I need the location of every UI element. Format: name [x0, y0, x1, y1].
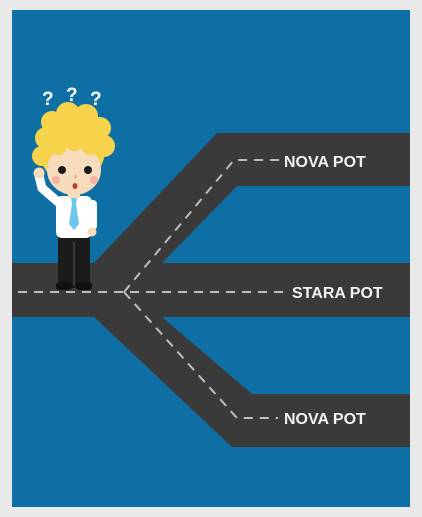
- question-mark-1: ?: [42, 89, 54, 110]
- road-network: [12, 133, 410, 447]
- hand-raised: [33, 167, 45, 179]
- face: [47, 145, 101, 195]
- road-new-path-bottom: [94, 317, 410, 447]
- road-new-path-top: [94, 133, 410, 263]
- shoe-right: [76, 282, 92, 290]
- road-markings: [18, 159, 284, 419]
- label-new-path-bottom: NOVA POT: [284, 411, 366, 428]
- tie: [69, 198, 79, 230]
- question-mark-2: ?: [66, 85, 78, 106]
- eye-right: [84, 166, 92, 174]
- confused-man-character: [32, 102, 115, 290]
- illustration-frame: NOVA POT STARA POT NOVA POT ? ? ?: [12, 10, 410, 507]
- shoe-left: [56, 282, 72, 290]
- mouth: [72, 183, 78, 189]
- arm-raised: [34, 171, 63, 207]
- arm-right: [88, 200, 97, 230]
- eye-left: [58, 166, 66, 174]
- label-new-path-top: NOVA POT: [284, 154, 366, 171]
- question-marks: ? ? ?: [42, 85, 102, 110]
- label-old-path: STARA POT: [292, 285, 383, 302]
- crossroads-illustration: NOVA POT STARA POT NOVA POT ? ? ?: [12, 85, 410, 447]
- dash-line-new-path-bottom: [123, 291, 278, 419]
- question-mark-3: ?: [90, 89, 102, 110]
